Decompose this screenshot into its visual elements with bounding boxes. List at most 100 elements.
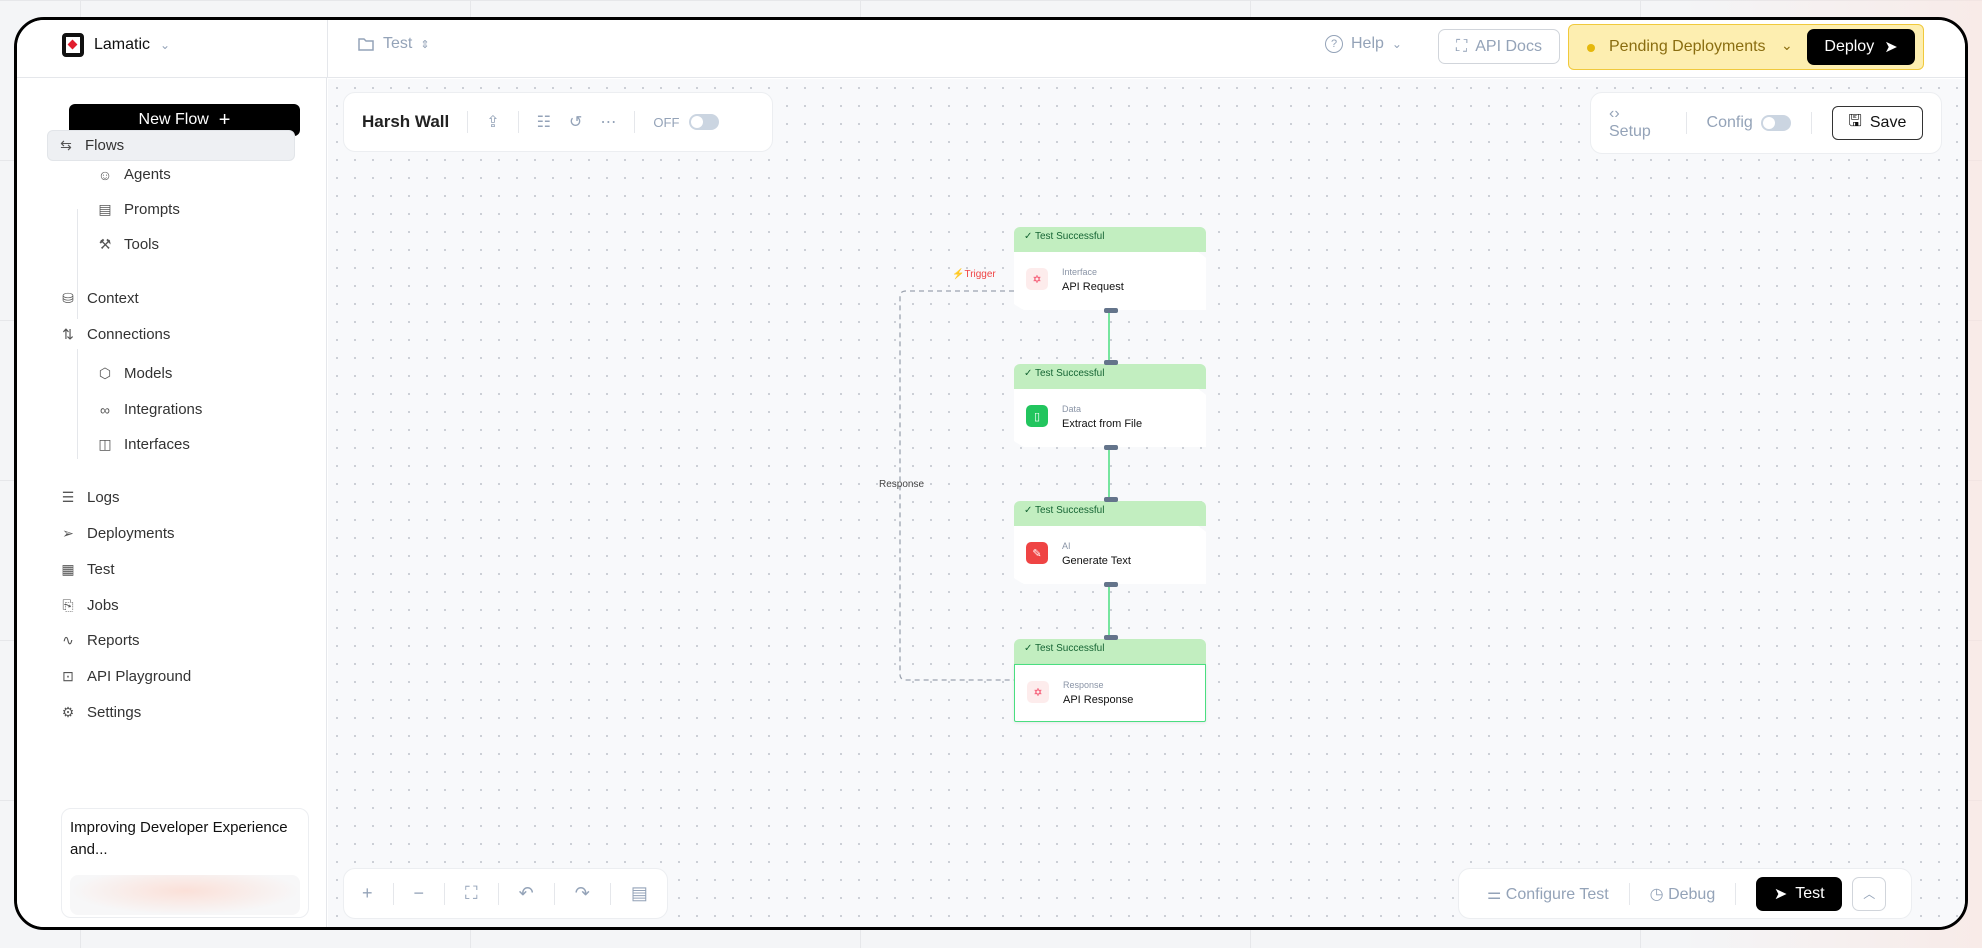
sidebar-item-label: Test — [87, 561, 115, 578]
canvas-controls: + − ⛶ ↶ ↷ ▤ — [343, 868, 668, 919]
node-status: ✓ Test Successful — [1014, 501, 1206, 526]
divider — [1628, 882, 1630, 905]
job-icon: ⎘ — [62, 597, 74, 613]
sidebar-item-label: Integrations — [124, 401, 203, 418]
flow-active-toggle[interactable] — [689, 114, 720, 130]
input-handle[interactable] — [1104, 497, 1118, 502]
help-menu[interactable]: ? Help ⌄ — [1325, 35, 1402, 53]
sidebar-item-interfaces[interactable]: ◫Interfaces — [96, 436, 190, 453]
sidebar-item-prompts[interactable]: ▤Prompts — [96, 201, 179, 218]
node-status: ✓ Test Successful — [1014, 227, 1206, 252]
divider — [392, 882, 394, 905]
redo-icon[interactable]: ↷ — [574, 883, 590, 903]
history-icon[interactable]: ↺ — [568, 114, 583, 131]
status-text: Test Successful — [1034, 231, 1105, 242]
save-button[interactable]: 🖫Save — [1831, 106, 1923, 140]
flow-toolbar: Harsh Wall ⇪ ☷ ↺ ⋯ OFF — [343, 92, 773, 152]
list-icon[interactable]: ☷ — [536, 114, 551, 131]
clipboard-edit-icon: ✎ — [1026, 542, 1048, 564]
sidebar-item-agents[interactable]: ☺Agents — [96, 166, 171, 183]
config-toggle[interactable] — [1760, 115, 1791, 131]
node-status: ✓ Test Successful — [1014, 639, 1206, 664]
debug-button[interactable]: ◷ Debug — [1649, 885, 1716, 903]
api-docs-button[interactable]: ⛶ API Docs — [1438, 29, 1560, 64]
node-name: API Response — [1063, 694, 1134, 706]
toggle-label: OFF — [653, 114, 680, 130]
output-handle[interactable] — [1104, 582, 1118, 587]
sidebar-item-deployments[interactable]: ➢Deployments — [59, 525, 174, 542]
pending-deployments[interactable]: Pending Deployments ⌄ Deploy ➤ — [1568, 24, 1924, 70]
deploy-label: Deploy — [1824, 38, 1875, 55]
node-name: Generate Text — [1062, 555, 1131, 567]
upload-icon[interactable]: ⇪ — [486, 114, 500, 131]
sidebar-item-reports[interactable]: ∿Reports — [59, 632, 139, 649]
workspace-switcher[interactable]: Lamatic ⌄ — [62, 33, 170, 57]
database-icon: ⛁ — [62, 290, 74, 306]
test-button[interactable]: ➤ Test — [1756, 876, 1843, 911]
app-window: Lamatic ⌄ Test ⇕ ? Help ⌄ ⛶ API Docs Pen… — [14, 17, 1968, 930]
more-icon[interactable]: ⋯ — [600, 114, 617, 131]
promo-card[interactable]: Improving Developer Experience and... — [61, 808, 309, 918]
sidebar-item-jobs[interactable]: ⎘Jobs — [59, 597, 118, 614]
table-icon[interactable]: ▤ — [630, 883, 648, 903]
sidebar-item-flows[interactable]: ⇆Flows — [47, 130, 295, 161]
zoom-in-icon[interactable]: + — [362, 883, 373, 903]
setup-button[interactable]: ‹› Setup — [1609, 105, 1651, 140]
test-label: Test — [1795, 884, 1825, 902]
divider — [1735, 882, 1737, 905]
chevron-down-icon: ⌄ — [1391, 37, 1402, 51]
sidebar-item-settings[interactable]: ⚙Settings — [59, 704, 141, 721]
send-icon: ➤ — [1884, 39, 1898, 56]
output-handle[interactable] — [1104, 445, 1118, 450]
fit-view-icon[interactable]: ⛶ — [465, 883, 478, 903]
graphql-icon: ✡ — [1026, 268, 1048, 290]
top-bar: Lamatic ⌄ Test ⇕ ? Help ⌄ ⛶ API Docs Pen… — [17, 20, 1965, 78]
flow-edges — [899, 290, 1110, 681]
sidebar: New Flow + ⇆Flows ☺Agents ▤Prompts ⚒Tool… — [17, 78, 327, 927]
output-handle[interactable] — [1104, 308, 1118, 313]
node-category: Interface — [1062, 267, 1098, 277]
sidebar-item-api-playground[interactable]: ⊡API Playground — [59, 668, 191, 685]
project-selector[interactable]: Test ⇕ — [357, 35, 430, 53]
undo-icon[interactable]: ↶ — [518, 883, 534, 903]
table-icon: ▦ — [61, 561, 75, 577]
send-icon: ➢ — [62, 525, 74, 541]
flow-canvas[interactable]: Harsh Wall ⇪ ☷ ↺ ⋯ OFF ‹› Setup Config 🖫… — [328, 79, 1965, 927]
configure-test-button[interactable]: ⚌ Configure Test — [1487, 885, 1609, 903]
zoom-out-icon[interactable]: − — [413, 883, 425, 903]
sidebar-item-connections[interactable]: ⇅Connections — [59, 326, 170, 343]
send-icon: ➤ — [1773, 885, 1788, 903]
chevron-down-icon: ⌄ — [1781, 37, 1793, 53]
file-icon: ▤ — [98, 201, 112, 217]
divider — [467, 111, 469, 133]
right-toolbar: ‹› Setup Config 🖫Save — [1590, 92, 1942, 154]
sidebar-item-tools[interactable]: ⚒Tools — [96, 236, 159, 253]
response-edge-label: Response — [879, 479, 925, 490]
sidebar-item-integrations[interactable]: ∞ Integrations — [96, 401, 202, 418]
input-handle[interactable] — [1104, 360, 1118, 365]
sidebar-item-label: API Playground — [87, 668, 192, 685]
node-status: ✓ Test Successful — [1014, 364, 1206, 389]
pending-dot-icon — [1587, 44, 1595, 52]
status-text: Test Successful — [1034, 368, 1105, 379]
sidebar-item-label: Settings — [87, 704, 142, 721]
link-icon: ∞ — [100, 401, 110, 418]
node-name: Extract from File — [1062, 418, 1143, 430]
response-edge — [899, 290, 1014, 681]
sidebar-item-models[interactable]: ⬡Models — [96, 365, 172, 382]
sidebar-item-context[interactable]: ⛁Context — [59, 290, 139, 307]
sidebar-item-test[interactable]: ▦ Test — [59, 561, 115, 578]
sidebar-item-logs[interactable]: ☰Logs — [59, 489, 120, 506]
divider — [609, 882, 611, 905]
chevron-up-icon[interactable]: ︿ — [1852, 876, 1887, 911]
deploy-button[interactable]: Deploy ➤ — [1807, 29, 1915, 65]
flow-name[interactable]: Harsh Wall — [362, 112, 450, 131]
interface-icon: ◫ — [98, 436, 112, 452]
config-label: Config — [1706, 114, 1753, 131]
input-handle[interactable] — [1104, 635, 1118, 640]
plus-icon: + — [218, 108, 231, 131]
